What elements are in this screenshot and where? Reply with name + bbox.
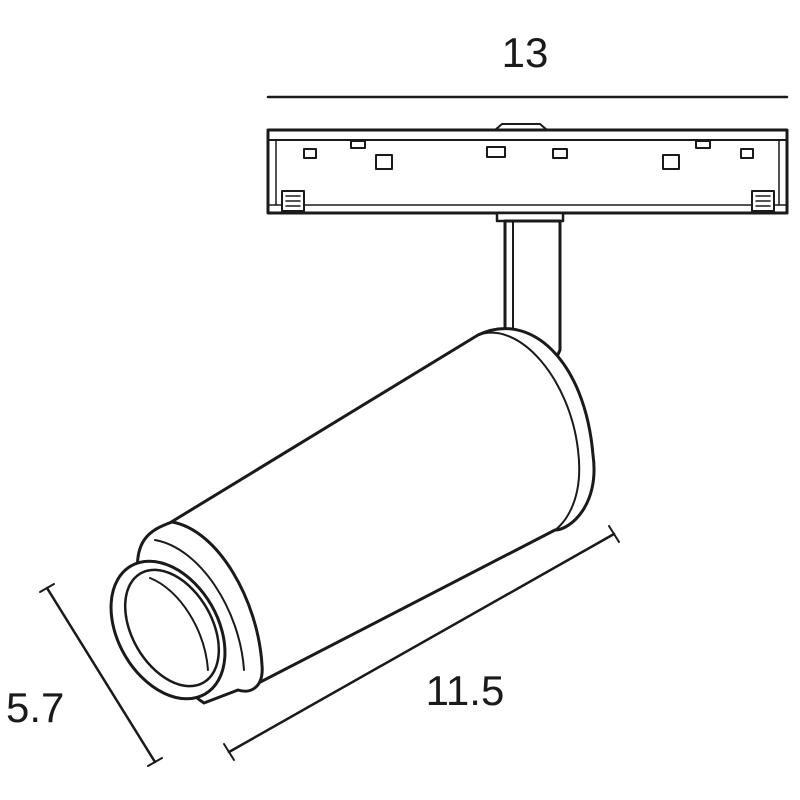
length-tick-start	[223, 743, 235, 761]
lens-inner-ring	[123, 568, 221, 688]
length-tick-end	[608, 525, 620, 543]
adapter-slot	[375, 154, 393, 170]
width-label: 13	[502, 29, 549, 76]
diameter-dimension-line	[45, 586, 157, 764]
adapter-slot	[552, 148, 568, 159]
adapter-top-bump	[494, 123, 548, 131]
adapter-slot	[695, 140, 711, 149]
adapter-slot	[486, 146, 506, 158]
adapter-slot	[662, 154, 680, 170]
diameter-tick-start	[39, 583, 55, 593]
bezel-inner-line	[154, 539, 245, 671]
adapter-slot	[303, 148, 317, 159]
track-adapter	[266, 123, 789, 215]
adapter-slot	[350, 140, 366, 149]
lamp-cylinder	[166, 327, 596, 692]
width-dimension: 13	[266, 29, 789, 99]
length-label: 11.5	[426, 667, 505, 714]
adapter-slot	[740, 148, 754, 159]
lens-depth-line	[149, 577, 209, 671]
length-dimension-line	[227, 532, 616, 754]
diameter-label: 5.7	[6, 684, 64, 731]
adapter-clip-left	[281, 190, 305, 212]
lamp-body	[166, 327, 596, 692]
lamp-rear-cap-edge	[477, 331, 581, 533]
length-dimension: 11.5	[223, 525, 620, 761]
adapter-clip-right	[751, 190, 775, 212]
diameter-tick-end	[147, 757, 163, 767]
diameter-dimension: 5.7	[6, 583, 163, 767]
lamp-front	[109, 520, 264, 705]
